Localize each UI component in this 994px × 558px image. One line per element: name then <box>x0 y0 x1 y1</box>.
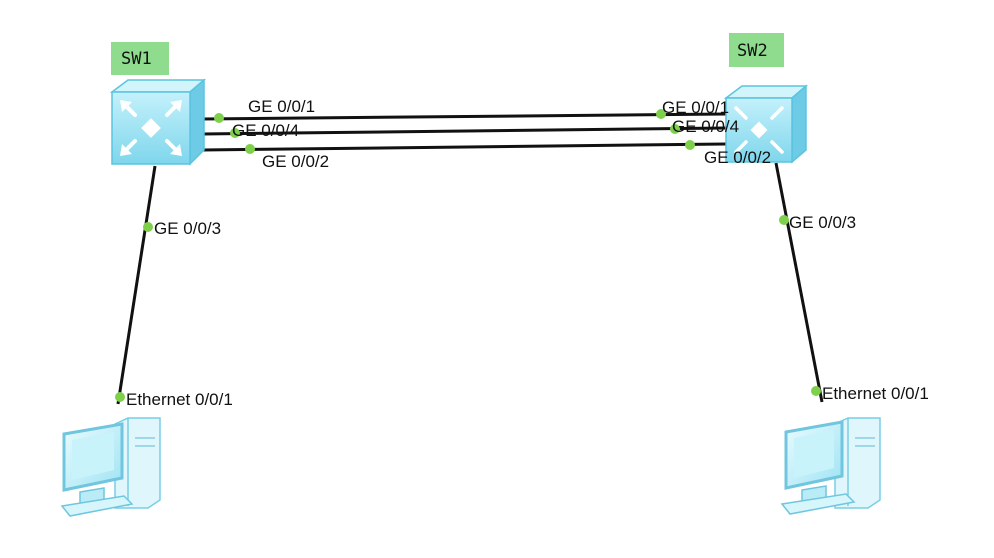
port-dot-sw2-ge1 <box>656 109 666 119</box>
pc-icon <box>60 417 161 517</box>
pc-icon <box>780 417 881 515</box>
port-dot-sw2-ge2 <box>685 140 695 150</box>
port-label-sw1-ge2: GE 0/0/2 <box>262 152 329 171</box>
port-label-sw2-ge1: GE 0/0/1 <box>662 98 729 117</box>
port-label-sw2-ge3: GE 0/0/3 <box>789 213 856 232</box>
switch-sw2[interactable] <box>723 84 809 164</box>
port-label-sw1-ge4: GE 0/0/4 <box>232 121 299 140</box>
port-label-sw1-ge3: GE 0/0/3 <box>154 219 221 238</box>
pc2[interactable] <box>780 417 881 515</box>
port-label-sw2-ge2: GE 0/0/2 <box>704 148 771 167</box>
switch-sw1[interactable] <box>109 78 207 166</box>
port-dot-pc1-eth <box>115 392 125 402</box>
port-dot-pc2-eth <box>811 386 821 396</box>
link-ge4[interactable] <box>201 126 727 136</box>
port-dot-sw1-ge2 <box>245 144 255 154</box>
link-ge2[interactable] <box>201 142 727 152</box>
port-dot-sw1-ge3 <box>143 222 153 232</box>
port-label-sw2-ge4: GE 0/0/4 <box>672 117 739 136</box>
port-label-pc2-eth: Ethernet 0/0/1 <box>822 384 929 403</box>
port-dot-sw1-ge1 <box>214 113 224 123</box>
sw2-label: SW2 <box>737 41 768 61</box>
link-sw1-pc1[interactable] <box>116 165 157 405</box>
link-sw2-pc2[interactable] <box>774 162 824 403</box>
l3-switch-icon <box>109 78 207 166</box>
port-dot-sw2-ge4 <box>670 124 680 134</box>
sw1-label: SW1 <box>121 49 152 69</box>
l3-switch-icon <box>723 84 809 164</box>
port-label-sw1-ge1: GE 0/0/1 <box>248 97 315 116</box>
port-label-pc1-eth: Ethernet 0/0/1 <box>126 390 233 409</box>
link-ge1[interactable] <box>201 112 727 121</box>
port-dot-sw1-ge4 <box>230 128 240 138</box>
pc1[interactable] <box>60 417 161 517</box>
sw2-label-tag: SW2 <box>729 33 784 67</box>
port-dot-sw2-ge3 <box>779 215 789 225</box>
sw1-label-tag: SW1 <box>111 42 169 75</box>
